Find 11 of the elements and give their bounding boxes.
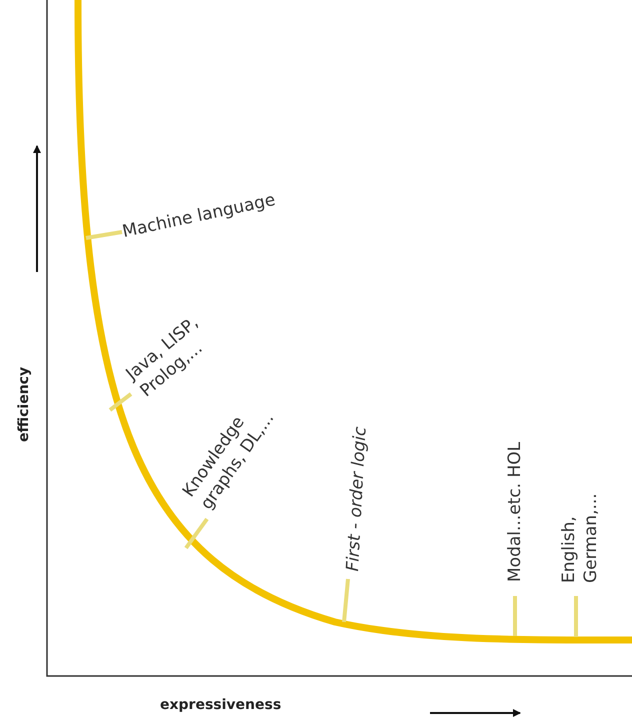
leader-line [513, 596, 517, 636]
leader-line [108, 392, 132, 412]
callout-label: English, German,... [558, 493, 602, 583]
callout-label: Modal...etc. HOL [504, 442, 526, 582]
callout-label: Machine language [120, 189, 278, 243]
callout-label: First - order logic [342, 426, 372, 572]
leader-line [574, 596, 578, 637]
axis-label: efficiency [16, 366, 32, 442]
leader-line [86, 230, 122, 240]
leader-line [342, 578, 350, 622]
axis-label: expressiveness [160, 697, 282, 713]
